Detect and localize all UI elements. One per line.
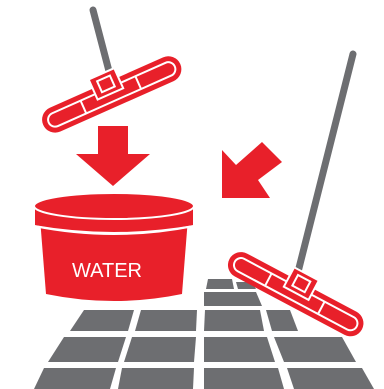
bucket-label: WATER — [72, 260, 142, 282]
mop-handle — [93, 10, 110, 75]
mop-icon — [34, 10, 186, 137]
bucket-icon: WATER — [34, 193, 194, 301]
arrow-down-icon — [76, 126, 150, 186]
mop-head — [34, 43, 186, 137]
mop-handle — [298, 54, 353, 272]
arrow-diagonal-icon — [222, 142, 282, 198]
